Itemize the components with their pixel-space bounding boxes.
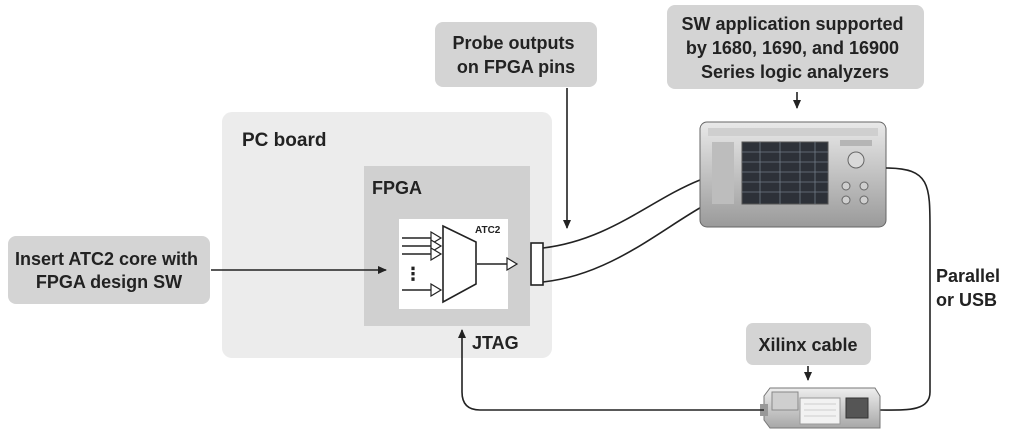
xilinx-cable-label: Xilinx cable (758, 335, 857, 355)
svg-text:SW application supported: SW application supported by 1680, 1690, … (681, 14, 908, 82)
parallel-label-line-1: Parallel (936, 266, 1000, 286)
pc-board-label: PC board (242, 130, 326, 151)
fpga-label: FPGA (372, 178, 422, 198)
insert-core-line-2: FPGA design SW (36, 272, 182, 292)
svg-text:Probe outputs on FPGA pi: Probe outputs on FPGA pins (452, 33, 579, 77)
jtag-label: JTAG (472, 333, 519, 353)
probe-outputs-callout: Probe outputs on FPGA pins (435, 22, 597, 87)
ellipsis: ⋮ (404, 264, 422, 284)
sw-application-line-2: by 1680, 1690, and 16900 (686, 38, 899, 58)
insert-core-line-1: Insert ATC2 core with (15, 249, 198, 269)
xilinx-cable-callout: Xilinx cable (746, 323, 871, 365)
svg-text:Parallel or USB: Parallel or USB (936, 266, 1005, 310)
logic-analyzer-image (699, 121, 887, 228)
probe-outputs-line-1: Probe outputs (452, 33, 574, 53)
atc2-label: ATC2 (475, 225, 501, 236)
parallel-usb-cable (879, 167, 931, 411)
xilinx-cable-device-image (760, 387, 881, 429)
probe-outputs-line-2: on FPGA pins (457, 57, 575, 77)
probe-cable (542, 179, 706, 283)
sw-application-line-3: Series logic analyzers (701, 62, 889, 82)
insert-core-callout: Insert ATC2 core with FPGA design SW (8, 236, 210, 304)
jtag-cable (458, 329, 764, 411)
atc2-mux-symbol (442, 224, 477, 304)
sw-application-line-1: SW application supported (681, 14, 903, 34)
sw-application-callout: SW application supported by 1680, 1690, … (667, 5, 924, 89)
mux-input-arrows: ⋮ (402, 238, 440, 290)
probe-connector (530, 242, 544, 286)
parallel-label-line-2: or USB (936, 290, 997, 310)
svg-text:Insert ATC2 core with FP: Insert ATC2 core with FPGA design SW (15, 249, 203, 292)
